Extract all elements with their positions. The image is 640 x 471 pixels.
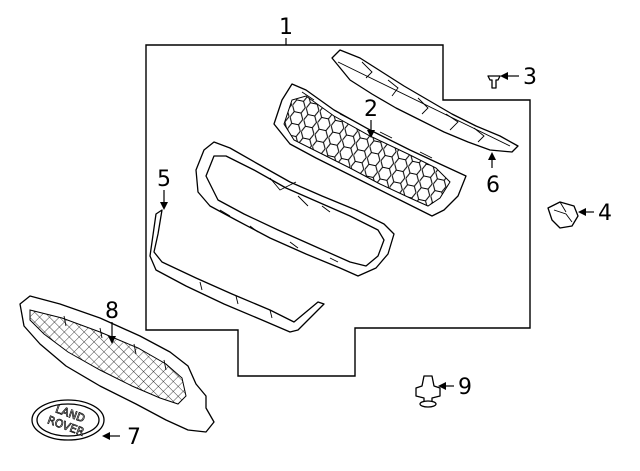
part-2-upper-grille (273, 83, 467, 217)
part-9-push-clip (415, 375, 441, 408)
callout-6: 6 (486, 173, 500, 198)
part-6-upper-shield (331, 49, 519, 153)
callout-9: 9 (458, 375, 472, 400)
callout-8: 8 (105, 299, 119, 324)
part-1-grille-frame (195, 141, 395, 277)
part-5-trim-strip (149, 209, 325, 333)
callout-3: 3 (523, 65, 537, 90)
callout-2: 2 (364, 97, 378, 122)
callout-4: 4 (598, 201, 612, 226)
part-7-badge: LAND ROVER (31, 399, 105, 441)
part-8-lower-grille (19, 295, 215, 433)
leader-lines (102, 38, 594, 440)
callouts: 1 2 3 4 5 6 7 8 9 (105, 15, 612, 450)
part-3-fastener (487, 75, 501, 89)
callout-1: 1 (279, 15, 293, 40)
callout-5: 5 (157, 167, 171, 192)
callout-7: 7 (127, 425, 141, 450)
part-4-clip (547, 201, 579, 229)
